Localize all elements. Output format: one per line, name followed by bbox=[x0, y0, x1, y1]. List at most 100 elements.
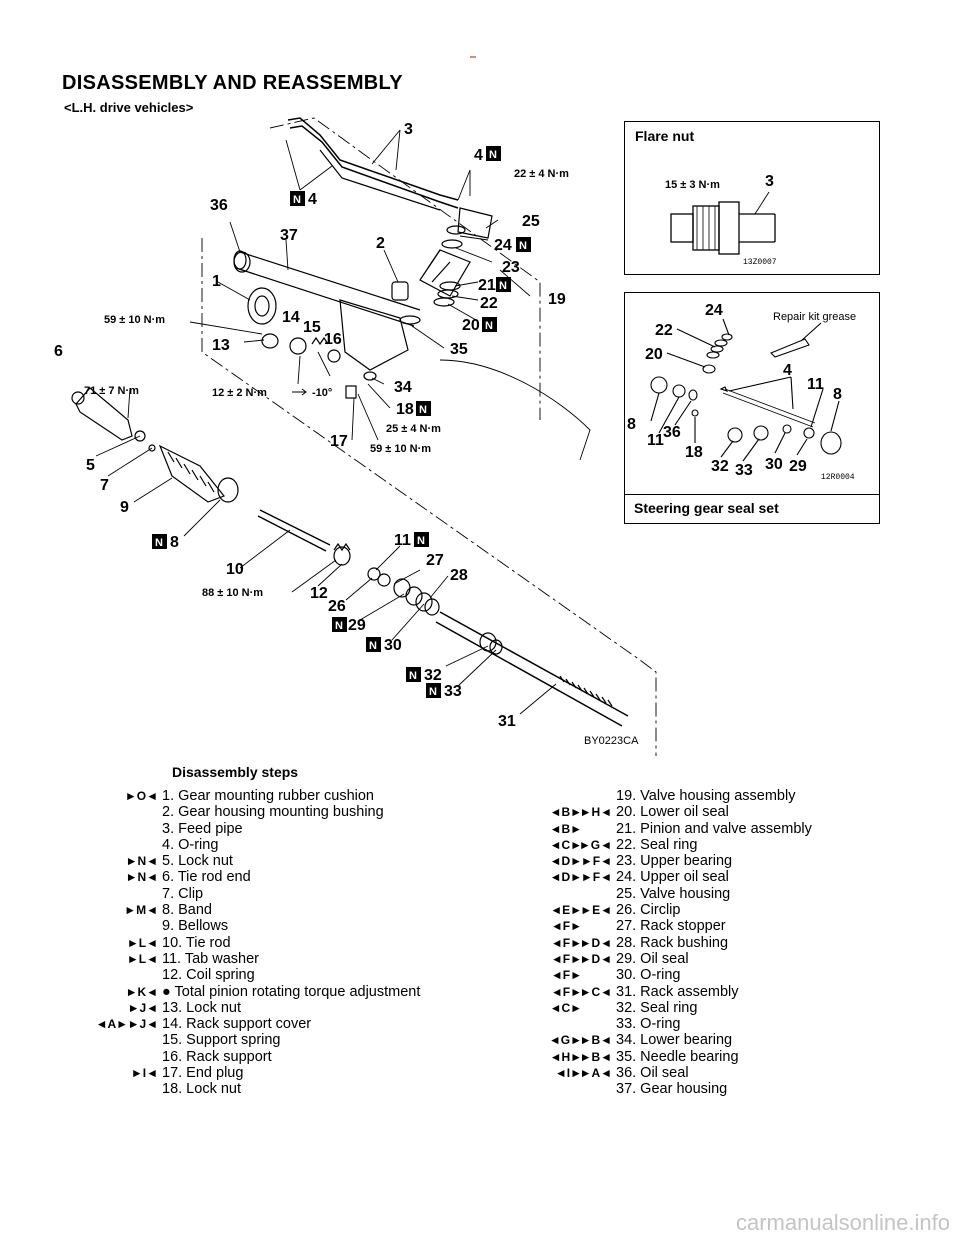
step-row: ◄B►►H◄20. Lower oil seal bbox=[550, 804, 812, 821]
grease-label: Repair kit grease bbox=[773, 311, 856, 323]
step-row: ►N◄ 5. Lock nut bbox=[126, 853, 420, 870]
n-mark-icon: N bbox=[335, 620, 343, 632]
n-mark-icon: N bbox=[485, 320, 493, 332]
step-text: 30. O-ring bbox=[616, 967, 681, 984]
step-row: ◄H►►B◄35. Needle bearing bbox=[550, 1049, 812, 1065]
seal-part-30: 30 bbox=[765, 456, 783, 473]
step-row: 18. Lock nut bbox=[162, 1081, 420, 1097]
callout-37: 37 bbox=[280, 227, 298, 244]
step-text: 25. Valve housing bbox=[616, 885, 731, 902]
step-row: ►L◄11. Tab washer bbox=[127, 950, 420, 967]
step-text: ● Total pinion rotating torque adjustmen… bbox=[162, 983, 421, 1000]
step-text: 22. Seal ring bbox=[616, 836, 698, 853]
disassembly-mark: ►O◄ bbox=[124, 789, 158, 803]
seal-part-22: 22 bbox=[655, 322, 673, 339]
callout-10: 10 bbox=[226, 561, 244, 578]
step-row: 7. Clip bbox=[162, 886, 420, 902]
disassembly-mark: ►F◄ bbox=[580, 870, 612, 885]
callout-24: 24 bbox=[494, 237, 512, 254]
reassembly-mark: ◄C► bbox=[549, 837, 582, 852]
step-row: ◄D►►F◄23. Upper bearing bbox=[550, 853, 812, 869]
n-mark-icon: N bbox=[519, 240, 527, 252]
step-text: 3. Feed pipe bbox=[162, 820, 243, 837]
step-text: 33. O-ring bbox=[616, 1016, 681, 1033]
disassembly-mark: ►B◄ bbox=[579, 1049, 612, 1064]
step-row: ◄F►►D◄29. Oil seal bbox=[551, 950, 812, 967]
step-row: 19. Valve housing assembly bbox=[616, 788, 812, 804]
disassembly-mark: ►N◄ bbox=[125, 854, 158, 869]
disassembly-mark: ►B◄ bbox=[579, 1033, 612, 1048]
new-part-markers: N N N N N N N N N N N N bbox=[152, 146, 531, 698]
step-text: 12. Coil spring bbox=[162, 967, 255, 984]
step-text: 24. Upper oil seal bbox=[616, 869, 729, 886]
disassembly-mark: ►A◄ bbox=[579, 1066, 612, 1081]
step-row: ◄I►►A◄36. Oil seal bbox=[555, 1065, 812, 1081]
step-text: 20. Lower oil seal bbox=[616, 804, 729, 821]
callout-16: 16 bbox=[324, 331, 342, 348]
step-row: ►I◄17. End plug bbox=[131, 1065, 420, 1081]
n-mark-icon: N bbox=[155, 537, 163, 549]
step-row: 3. Feed pipe bbox=[162, 821, 420, 837]
callout-1: 1 bbox=[212, 273, 221, 290]
step-row: ◄F►►D◄28. Rack bushing bbox=[551, 935, 812, 951]
page-subtitle: <L.H. drive vehicles> bbox=[64, 100, 194, 115]
step-row: ◄A►►J◄14. Rack support cover bbox=[96, 1016, 420, 1032]
disassembly-mark: ►M◄ bbox=[124, 903, 158, 918]
step-row: ◄B►21. Pinion and valve assembly bbox=[550, 821, 812, 837]
disassembly-mark: ►K◄ bbox=[125, 984, 158, 999]
step-text: 32. Seal ring bbox=[616, 999, 698, 1016]
reassembly-mark: ◄F► bbox=[550, 968, 582, 983]
disassembly-mark: ►C◄ bbox=[579, 984, 612, 999]
step-text: 13. Lock nut bbox=[162, 999, 241, 1016]
disassembly-mark: ►L◄ bbox=[126, 935, 158, 950]
step-row: 9. Bellows bbox=[162, 918, 420, 934]
seal-part-33: 33 bbox=[735, 462, 753, 479]
step-row: ►M◄ 8. Band bbox=[124, 902, 420, 919]
figure-code: BY0223CA bbox=[584, 735, 639, 747]
step-text: 29. Oil seal bbox=[616, 950, 689, 967]
callout-32: 32 bbox=[424, 667, 442, 684]
callout-7: 7 bbox=[100, 477, 109, 494]
callout-15: 15 bbox=[303, 319, 321, 336]
torque-22: 22 ± 4 N·m bbox=[514, 168, 569, 180]
n-mark-icon: N bbox=[409, 670, 417, 682]
seal-part-29: 29 bbox=[789, 458, 807, 475]
step-text: 11. Tab washer bbox=[162, 950, 259, 967]
callout-2: 2 bbox=[376, 235, 385, 252]
torque-59b: 59 ± 10 N·m bbox=[370, 443, 431, 455]
step-row: ►L◄ 10. Tie rod bbox=[127, 934, 420, 951]
step-text: 37. Gear housing bbox=[616, 1081, 728, 1098]
step-row: 2. Gear housing mounting bushing bbox=[162, 804, 420, 820]
disassembly-mark: ►I◄ bbox=[130, 1066, 158, 1081]
flare-caption: Flare nut bbox=[635, 128, 695, 144]
callout-4a: 4 bbox=[474, 147, 483, 164]
callout-5: 5 bbox=[86, 457, 95, 474]
step-row: 15. Support spring bbox=[162, 1032, 420, 1048]
step-row: ►J◄13. Lock nut bbox=[128, 999, 420, 1016]
step-text: 5. Lock nut bbox=[162, 853, 233, 870]
step-text: 31. Rack assembly bbox=[616, 983, 739, 1000]
reassembly-mark: ◄G► bbox=[548, 1033, 582, 1048]
step-text: 8. Band bbox=[162, 902, 212, 919]
callout-29: 29 bbox=[348, 617, 366, 634]
n-mark-icon: N bbox=[419, 404, 427, 416]
step-row: ◄F►►C◄31. Rack assembly bbox=[551, 983, 812, 1000]
step-text: 7. Clip bbox=[162, 885, 204, 902]
step-text: 2. Gear housing mounting bushing bbox=[162, 804, 384, 821]
step-text: 19. Valve housing assembly bbox=[616, 788, 796, 804]
disassembly-mark: ►H◄ bbox=[579, 805, 612, 820]
torque-25: 25 ± 4 N·m bbox=[386, 423, 441, 435]
step-text: 16. Rack support bbox=[162, 1048, 272, 1065]
callout-31: 31 bbox=[498, 713, 516, 730]
callout-11: 11 bbox=[394, 532, 411, 549]
header-dash bbox=[470, 56, 476, 58]
step-row: ◄G►►B◄ 34. Lower bearing bbox=[549, 1032, 812, 1049]
steps-title: Disassembly steps bbox=[172, 764, 299, 780]
step-text: 10. Tie rod bbox=[162, 934, 231, 951]
callout-34: 34 bbox=[394, 379, 412, 396]
step-text: 34. Lower bearing bbox=[616, 1032, 733, 1049]
flare-code: 13Z0007 bbox=[743, 258, 777, 267]
n-mark-icon: N bbox=[489, 149, 497, 161]
callout-20: 20 bbox=[462, 317, 480, 334]
